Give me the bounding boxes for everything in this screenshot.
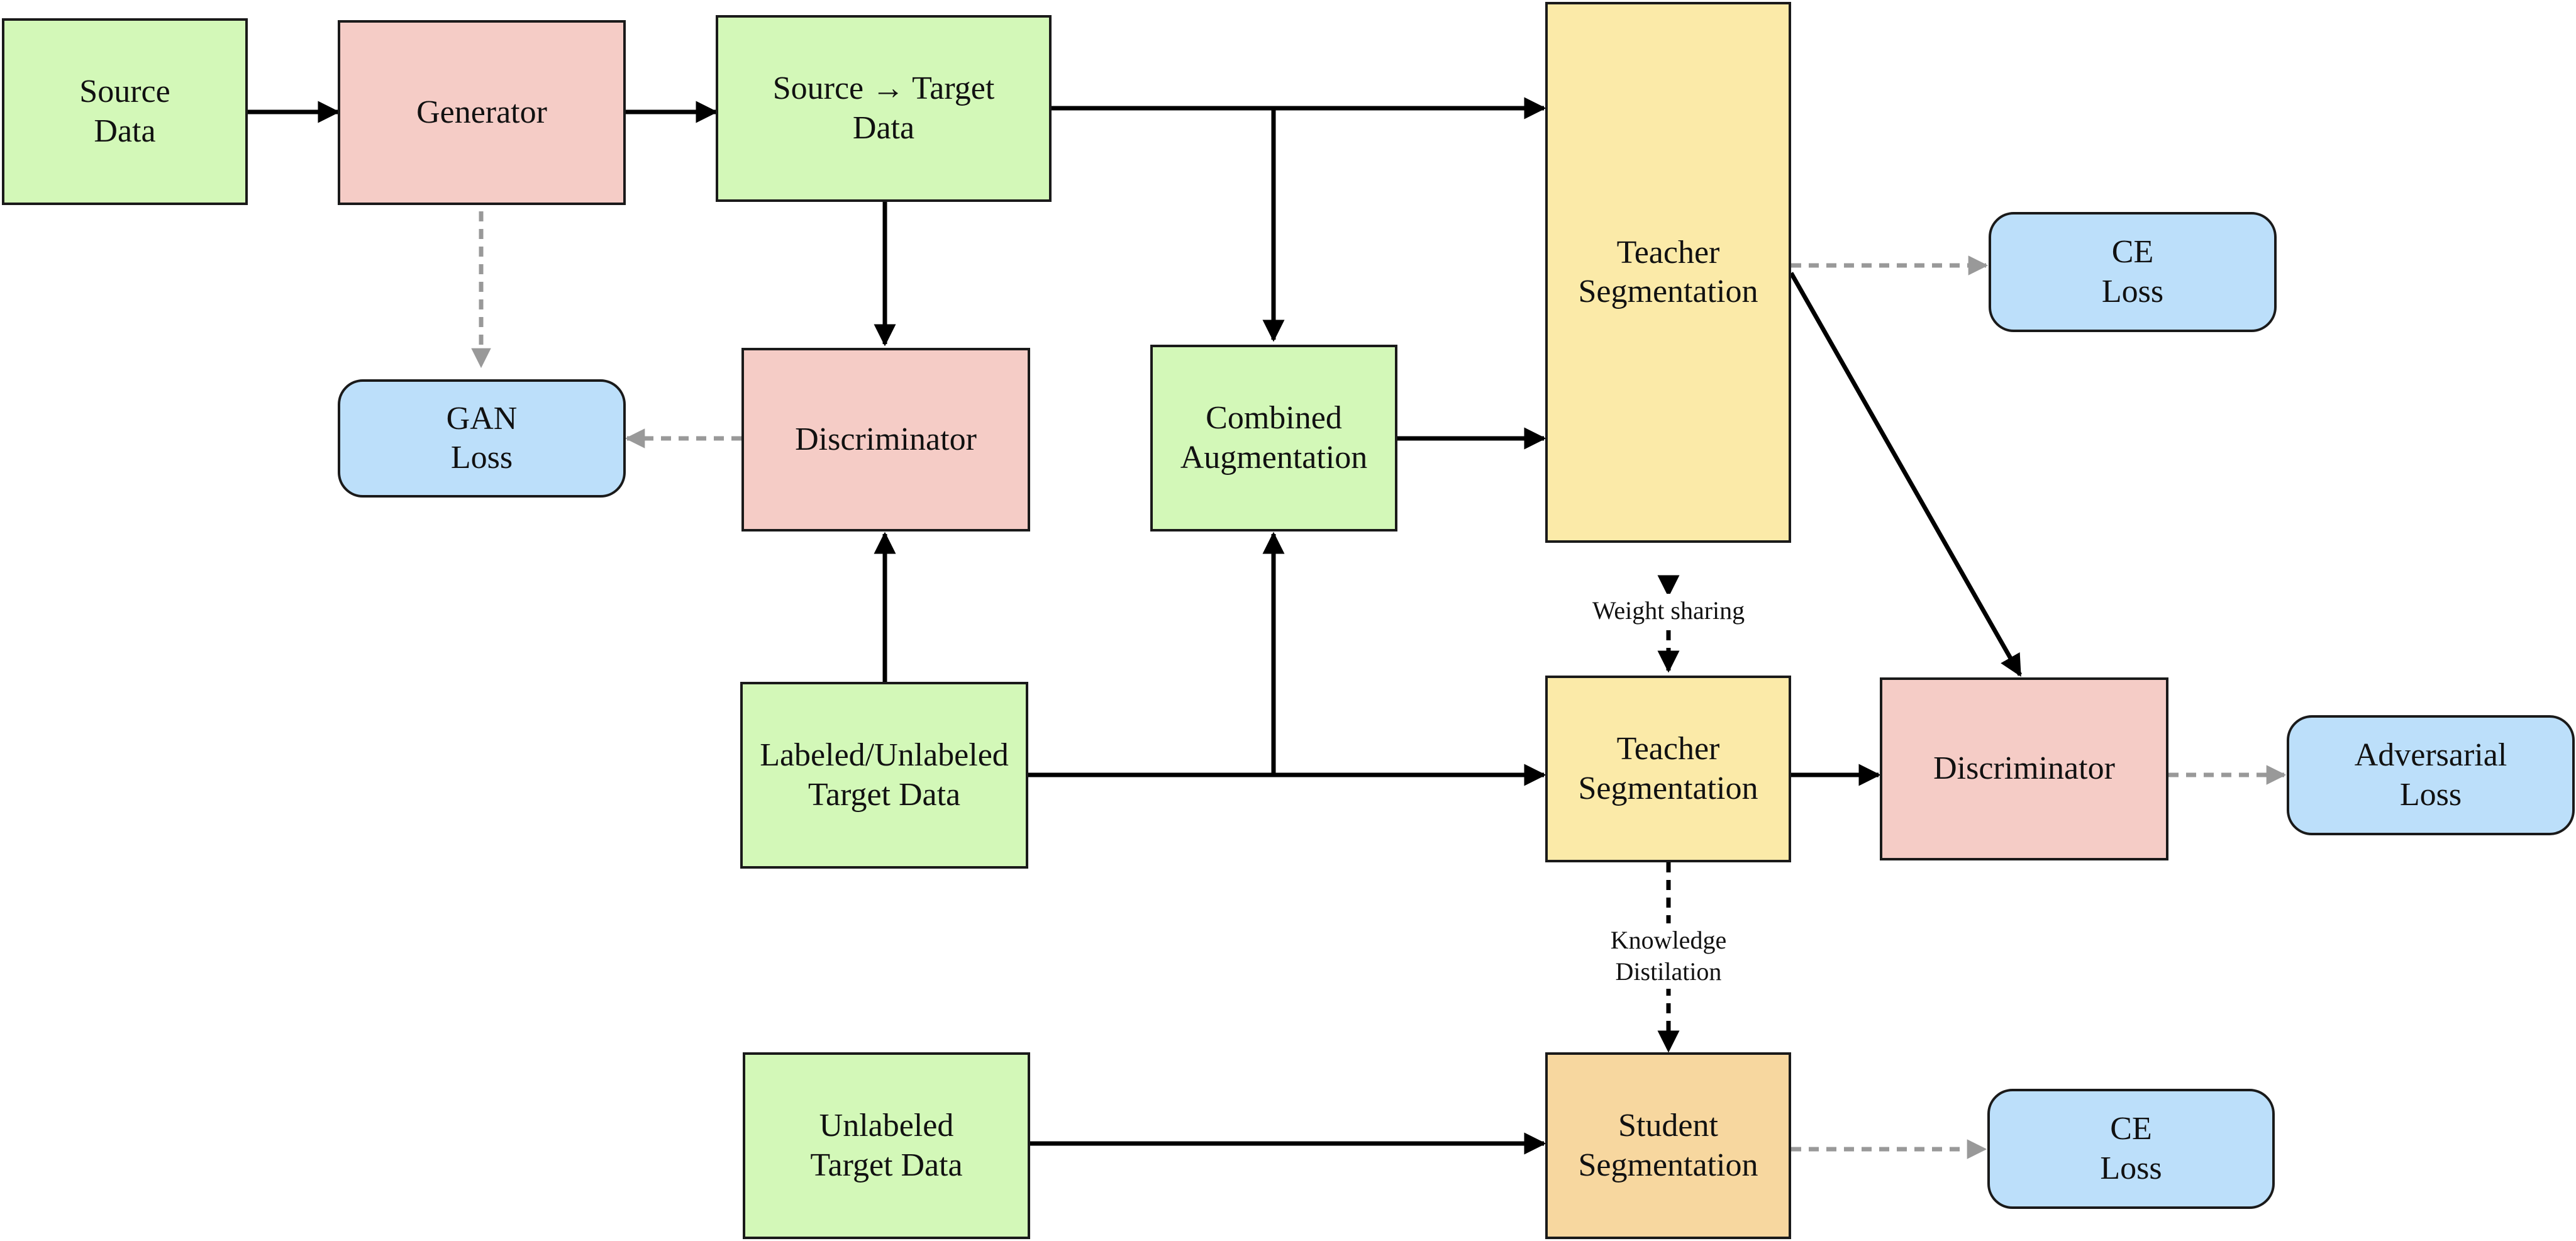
ce-loss-top-node: CE Loss <box>1989 212 2277 332</box>
gan-loss-node: GAN Loss <box>338 379 626 498</box>
student-segmentation-node: Student Segmentation <box>1545 1052 1791 1239</box>
combined-augmentation-node: Combined Augmentation <box>1150 345 1397 531</box>
source-to-target-data-node: Source → Target Data <box>716 15 1052 202</box>
ce-loss-bottom-node: CE Loss <box>1987 1089 2275 1209</box>
discriminator-right-node: Discriminator <box>1880 677 2168 860</box>
weight-sharing-label: Weight sharing <box>1588 594 1749 628</box>
edge-teacher-top-to-discriminator-right <box>1789 272 2023 677</box>
knowledge-distillation-label: Knowledge Distilation <box>1606 923 1731 989</box>
adversarial-loss-node: Adversarial Loss <box>2287 715 2575 835</box>
teacher-segmentation-top-node: Teacher Segmentation <box>1545 2 1791 543</box>
labeled-unlabeled-target-data-node: Labeled/Unlabeled Target Data <box>740 682 1028 869</box>
teacher-segmentation-mid-node: Teacher Segmentation <box>1545 676 1791 862</box>
source-data-node: Source Data <box>2 18 248 205</box>
unlabeled-target-data-node: Unlabeled Target Data <box>743 1052 1030 1239</box>
discriminator-top-node: Discriminator <box>741 348 1030 531</box>
generator-node: Generator <box>338 20 626 205</box>
